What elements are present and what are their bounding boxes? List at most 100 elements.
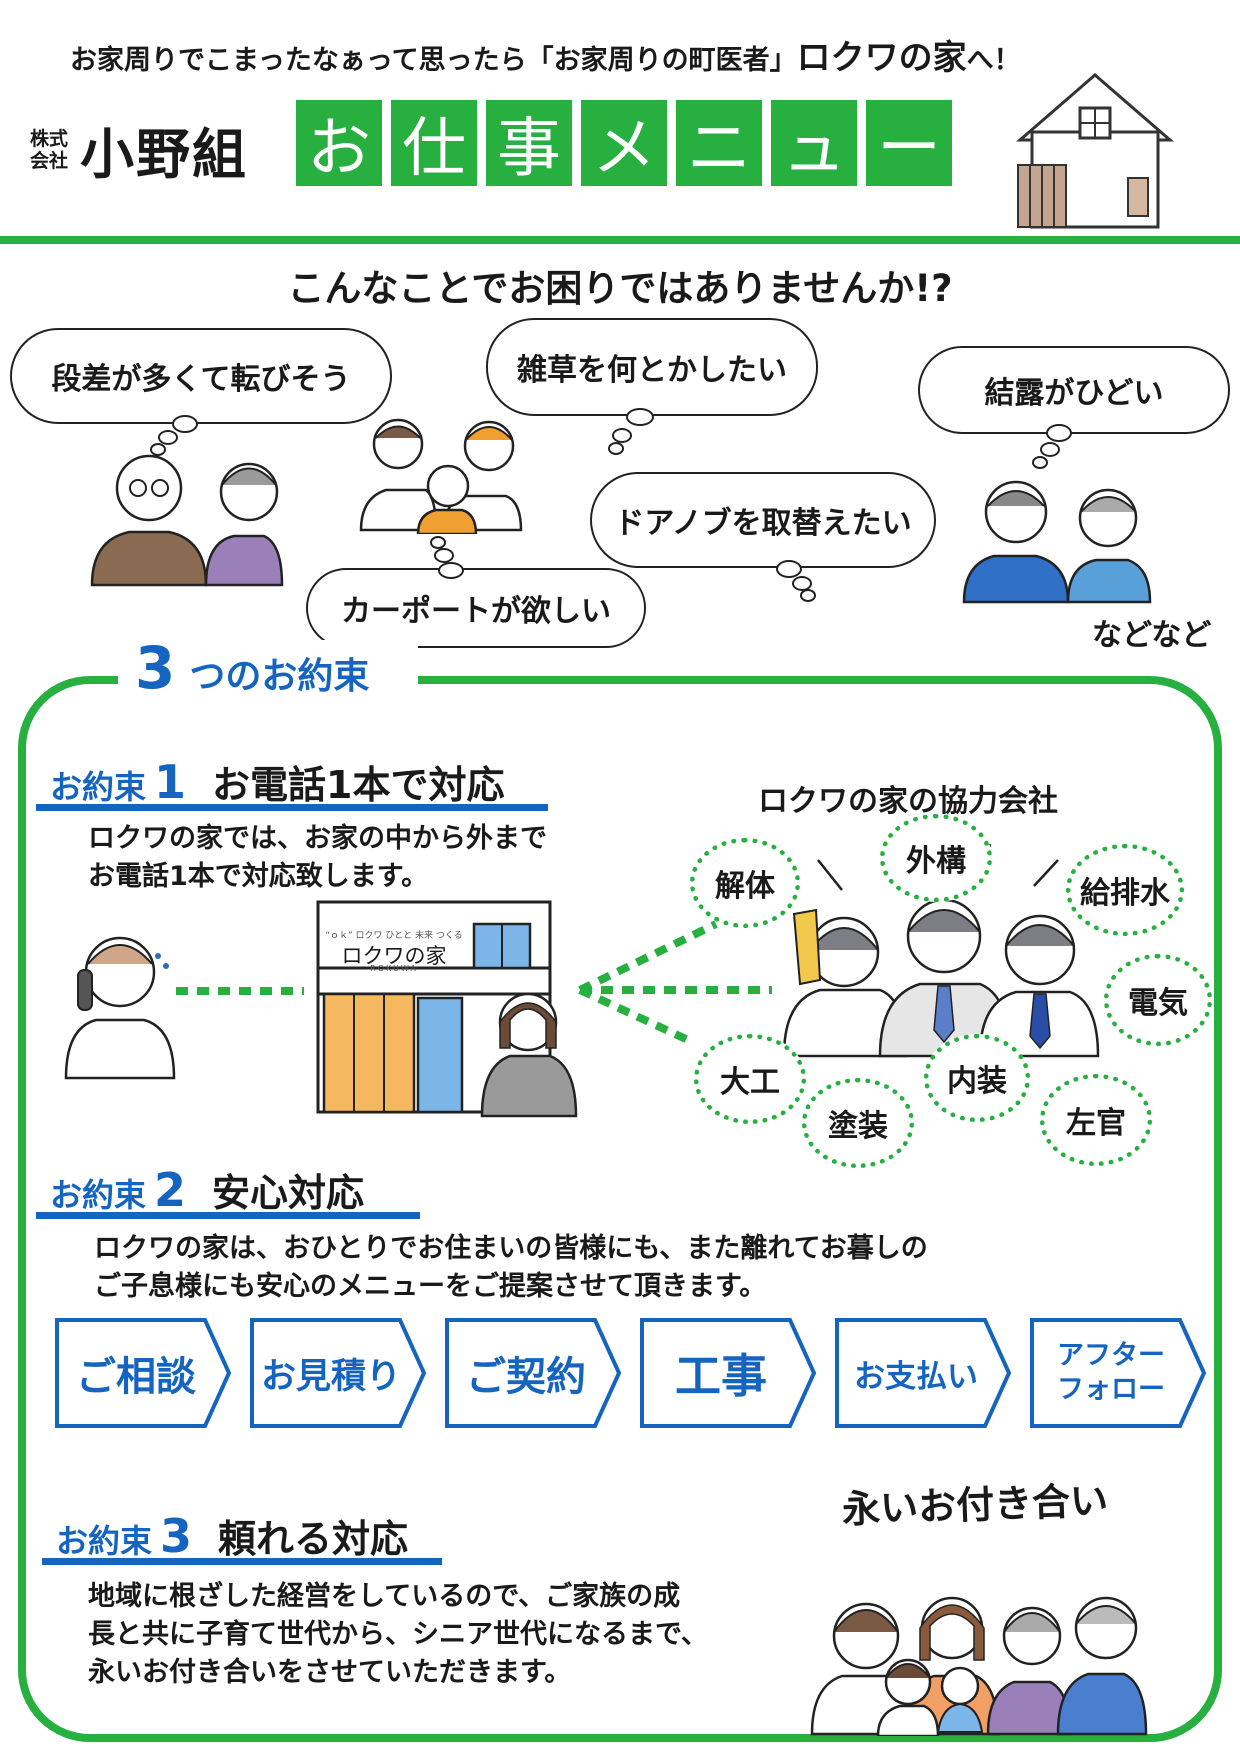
flow-step-label: ご相談	[76, 1354, 196, 1400]
description-line: お電話1本で対応致します。	[88, 861, 429, 892]
thought-dot	[172, 415, 198, 433]
promise-2-description: ロクワの家は、おひとりでお住まいの皆様にも、また離れてお暮しの ご子息様にも安心…	[94, 1230, 928, 1306]
phone-connection-dots	[176, 987, 304, 995]
description-line: 永いお付き合いをさせていただきます。	[88, 1657, 572, 1688]
trade-bubble: 左官	[1040, 1074, 1152, 1166]
elderly-couple-illustration	[90, 454, 284, 587]
menu-title-char: ニ	[676, 100, 762, 186]
description-line: 地域に根ざした経営をしているので、ご家族の成	[88, 1581, 681, 1612]
trade-bubble: 外構	[880, 814, 992, 902]
menu-title: お 仕 事 メ ニ ュ ー	[296, 100, 952, 186]
house-icon	[1015, 73, 1175, 229]
family-illustration	[359, 418, 523, 534]
tagline: お家周りでこまったなぁって思ったら「お家周りの町医者」ロクワの家へ！	[70, 30, 1021, 79]
shop-sign-small: “ｏｋ” ロクワ ひとと 未来 つくる	[325, 931, 463, 941]
promises-heading-text: つのお約束	[189, 656, 370, 697]
thought-dot	[612, 428, 632, 443]
long-relationship-title: 永いお付き合い	[841, 1478, 1109, 1532]
shop-sign: ロクワの家	[341, 944, 447, 968]
thought-dot	[1046, 424, 1072, 442]
worry-bubble: 段差が多くて転びそう	[10, 328, 392, 424]
flow-step-estimate: お見積り	[250, 1318, 428, 1428]
description-line: 長と共に子育て世代から、シニア世代になるまで、	[88, 1619, 708, 1650]
company-kind-1: 株式	[30, 127, 69, 150]
description-line: ご子息様にも安心のメニューをご提案させて頂きます。	[94, 1271, 767, 1302]
menu-title-char: ュ	[771, 100, 857, 186]
service-flow: ご相談 お見積り ご契約 工事 お支払い アフターフォロー	[55, 1318, 1208, 1428]
company-name-text: 小野組	[80, 123, 248, 186]
menu-title-char: ー	[866, 100, 952, 186]
promise-2-heading: お約束 2 安心対応	[50, 1162, 364, 1217]
menu-title-char: 仕	[391, 100, 477, 186]
header-divider	[0, 236, 1240, 244]
company-name: 株式 会社 小野組	[30, 110, 248, 189]
partner-title: ロクワの家の協力会社	[758, 784, 1058, 819]
worry-bubble: 結露がひどい	[918, 346, 1230, 434]
thought-dot	[776, 560, 802, 578]
promise-title: お電話1本で対応	[212, 763, 505, 807]
promise-title: 安心対応	[212, 1171, 365, 1215]
flow-step-after-follow: アフターフォロー	[1030, 1318, 1208, 1428]
partner-connection-dots	[578, 920, 772, 1044]
shop-sign-roman: ROKUWA	[370, 964, 418, 973]
promise-1-underline	[36, 804, 548, 811]
promise-3-underline	[42, 1558, 442, 1565]
company-kind: 株式 会社	[30, 128, 80, 172]
menu-title-char: メ	[581, 100, 667, 186]
partners-illustration	[782, 898, 1100, 1058]
promises-count: 3	[135, 634, 176, 702]
flow-step-label: アフターフォロー	[1057, 1340, 1165, 1405]
thought-dot	[626, 408, 654, 426]
flow-step-label: ご契約	[466, 1354, 586, 1400]
flow-step-payment: お支払い	[835, 1318, 1013, 1428]
promise-1-heading: お約束 1 お電話1本で対応	[50, 754, 504, 809]
worries-etc: などなど	[1092, 618, 1212, 653]
menu-title-char: お	[296, 100, 382, 186]
trade-bubble: 給排水	[1066, 844, 1184, 936]
promise-title: 頼れる対応	[218, 1517, 409, 1561]
worries-question: こんなことでお困りではありませんか!?	[287, 267, 953, 310]
tagline-brand: ロクワの家	[796, 38, 967, 78]
company-kind-2: 会社	[30, 149, 69, 172]
promises-heading: 3 つのお約束	[135, 634, 369, 702]
tagline-text: お家周りでこまったなぁって思ったら「お家周りの町医者」	[70, 45, 797, 76]
thought-dot	[1032, 456, 1048, 469]
multi-generation-family-illustration	[810, 1596, 1148, 1736]
menu-title-char: 事	[486, 100, 572, 186]
thought-dot	[158, 430, 178, 445]
worry-bubble: 雑草を何とかしたい	[486, 318, 818, 416]
trade-bubble: 塗装	[802, 1078, 914, 1168]
thought-dot	[430, 536, 446, 549]
promises-frame	[18, 676, 1222, 1742]
worry-bubble: ドアノブを取替えたい	[590, 472, 936, 568]
promise-3-heading: お約束 3 頼れる対応	[56, 1508, 408, 1563]
tagline-end: へ！	[966, 45, 1021, 76]
trade-bubble: 解体	[690, 838, 800, 928]
description-line: ロクワの家は、おひとりでお住まいの皆様にも、また離れてお暮しの	[94, 1233, 928, 1264]
frame-gap	[118, 640, 418, 700]
thought-dot	[438, 562, 464, 579]
promise-2-underline	[36, 1212, 420, 1219]
trade-bubble: 内装	[924, 1034, 1030, 1122]
senior-couple-illustration	[962, 480, 1152, 604]
thought-dot	[1040, 442, 1060, 457]
thought-dot	[800, 589, 816, 602]
flow-step-contract: ご契約	[445, 1318, 623, 1428]
thought-dot	[150, 443, 166, 456]
thought-dot	[608, 442, 624, 455]
flow-step-label: 工事	[675, 1349, 767, 1403]
promise-1-description: ロクワの家では、お家の中から外まで お電話1本で対応致します。	[88, 820, 547, 896]
trade-bubble: 大工	[694, 1034, 806, 1124]
promise-number: 1	[154, 755, 187, 809]
thought-dot	[434, 548, 454, 563]
promise-number: 3	[160, 1509, 193, 1563]
promise-number: 2	[154, 1163, 187, 1217]
promise-label: お約束	[50, 1176, 147, 1214]
flow-step-consultation: ご相談	[55, 1318, 233, 1428]
description-line: ロクワの家では、お家の中から外まで	[88, 823, 547, 854]
flow-step-label: お支払い	[854, 1358, 978, 1395]
promise-label: お約束	[50, 768, 147, 806]
worry-bubble: カーポートが欲しい	[306, 568, 646, 648]
rokuwa-shop-illustration	[316, 900, 578, 1118]
flow-step-label: お見積り	[260, 1356, 401, 1397]
